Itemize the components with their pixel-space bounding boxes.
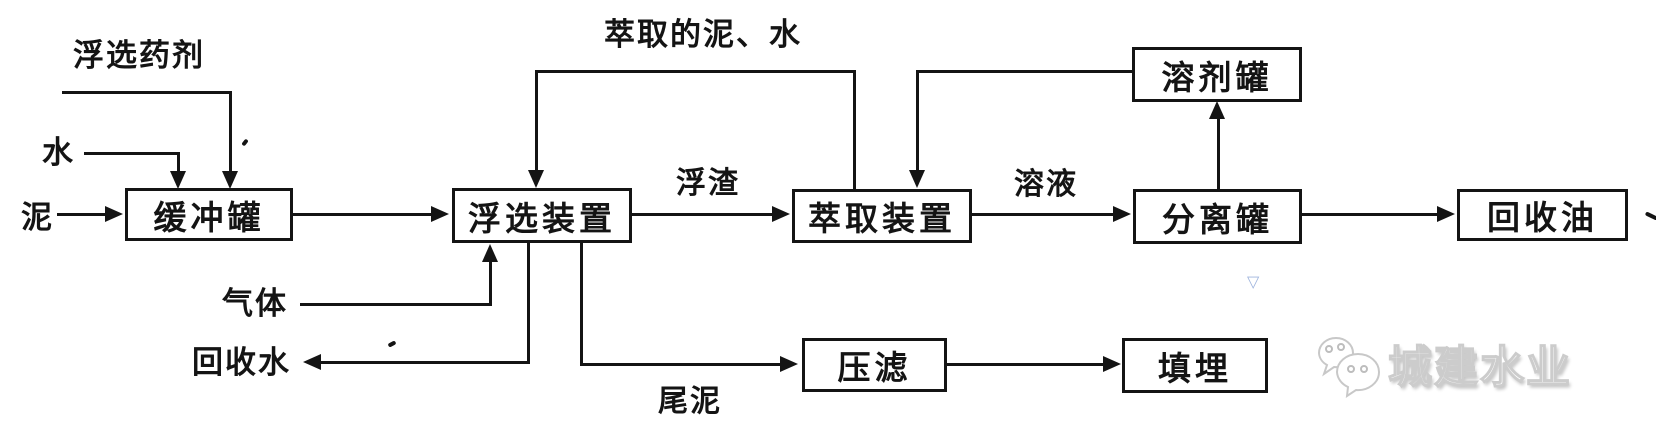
flow-separation-to-solvent-arrowhead	[1209, 101, 1225, 119]
flow-gas-vline	[489, 262, 492, 306]
node-filter-press: 压滤	[802, 338, 947, 392]
stray-blue-mark: ▽	[1247, 272, 1260, 291]
flow-feedback-dropline	[535, 70, 538, 171]
flow-separation-to-solvent-line	[1217, 119, 1220, 189]
flow-feedback-hline	[536, 70, 856, 73]
node-recovered-oil-label: 回收油	[1487, 198, 1598, 237]
wechat-icon	[1316, 334, 1382, 402]
label-recovered-water-output: 回收水	[192, 345, 291, 381]
flow-filter-to-landfill-arrowhead	[1103, 356, 1121, 372]
label-flotation-agent: 浮选药剂	[73, 38, 205, 74]
node-separation-tank-label: 分离罐	[1162, 199, 1273, 239]
label-extracted-sludge-water: 萃取的泥、水	[604, 17, 802, 53]
flow-sludge-hline	[57, 213, 107, 216]
node-recovered-oil: 回收油	[1457, 189, 1628, 241]
flow-separation-to-oil-line	[1302, 213, 1438, 216]
node-separation-tank: 分离罐	[1133, 189, 1302, 244]
node-buffer-tank-label: 缓冲罐	[153, 197, 265, 237]
flow-solvent-hline	[917, 70, 1132, 73]
flow-extraction-to-separation-line	[972, 213, 1115, 216]
node-filter-press-label: 压滤	[837, 348, 912, 387]
stray-mark-2	[387, 340, 397, 348]
flow-recovered-water-hline	[321, 361, 530, 364]
flow-gas-arrowhead	[482, 244, 498, 262]
flow-feedback-arrowhead	[528, 170, 544, 188]
flow-water-arrowhead	[170, 171, 186, 189]
node-extraction-unit-label: 萃取装置	[808, 199, 956, 238]
label-gas-input: 气体	[222, 286, 288, 322]
node-landfill-label: 填埋	[1158, 348, 1232, 388]
flow-feedback-riser	[853, 72, 856, 189]
flow-flotation-agent-vline	[229, 91, 232, 171]
node-extraction-unit: 萃取装置	[792, 189, 972, 243]
node-buffer-tank: 缓冲罐	[125, 188, 293, 241]
flow-water-hline	[84, 152, 180, 155]
flow-solvent-dropline	[916, 70, 919, 171]
flow-flotation-to-extraction-arrowhead	[772, 206, 790, 222]
label-tail-sludge: 尾泥	[658, 384, 722, 419]
node-flotation-unit: 浮选装置	[452, 188, 632, 243]
flow-solvent-arrowhead	[909, 170, 925, 188]
flow-flotation-agent-hline	[62, 91, 232, 94]
flow-filter-to-landfill-line	[947, 363, 1105, 366]
node-solvent-tank: 溶剂罐	[1132, 47, 1302, 102]
node-flotation-unit-label: 浮选装置	[468, 198, 616, 238]
watermark-brand: 城建水业	[1387, 342, 1572, 393]
node-solvent-tank-label: 溶剂罐	[1161, 57, 1273, 97]
flow-separation-to-oil-arrowhead	[1437, 206, 1455, 222]
flow-water-vline	[177, 152, 180, 172]
flow-flotation-to-extraction-line	[632, 213, 774, 216]
flow-tail-sludge-hline	[580, 363, 782, 366]
label-scum: 浮渣	[676, 166, 740, 201]
label-solution: 溶液	[1014, 167, 1078, 202]
flow-gas-hline	[300, 303, 492, 306]
flow-tail-sludge-vline	[580, 243, 583, 366]
flow-sludge-arrowhead	[105, 206, 123, 222]
flow-recovered-water-arrowhead	[303, 354, 321, 370]
flow-buffer-to-flotation-arrowhead	[431, 206, 449, 222]
label-water-input: 水	[42, 135, 75, 171]
watermark: 城建水业	[1316, 334, 1572, 402]
stray-mark-1	[241, 138, 249, 147]
edge-cut-mark	[1644, 211, 1656, 221]
node-landfill: 填埋	[1122, 338, 1268, 393]
label-sludge-input: 泥	[21, 200, 54, 236]
flow-buffer-to-flotation-line	[293, 213, 433, 216]
flow-tail-sludge-arrowhead	[780, 356, 798, 372]
flow-extraction-to-separation-arrowhead	[1113, 206, 1131, 222]
flow-flotation-agent-arrowhead	[222, 171, 238, 189]
flow-recovered-water-vline	[527, 243, 530, 364]
